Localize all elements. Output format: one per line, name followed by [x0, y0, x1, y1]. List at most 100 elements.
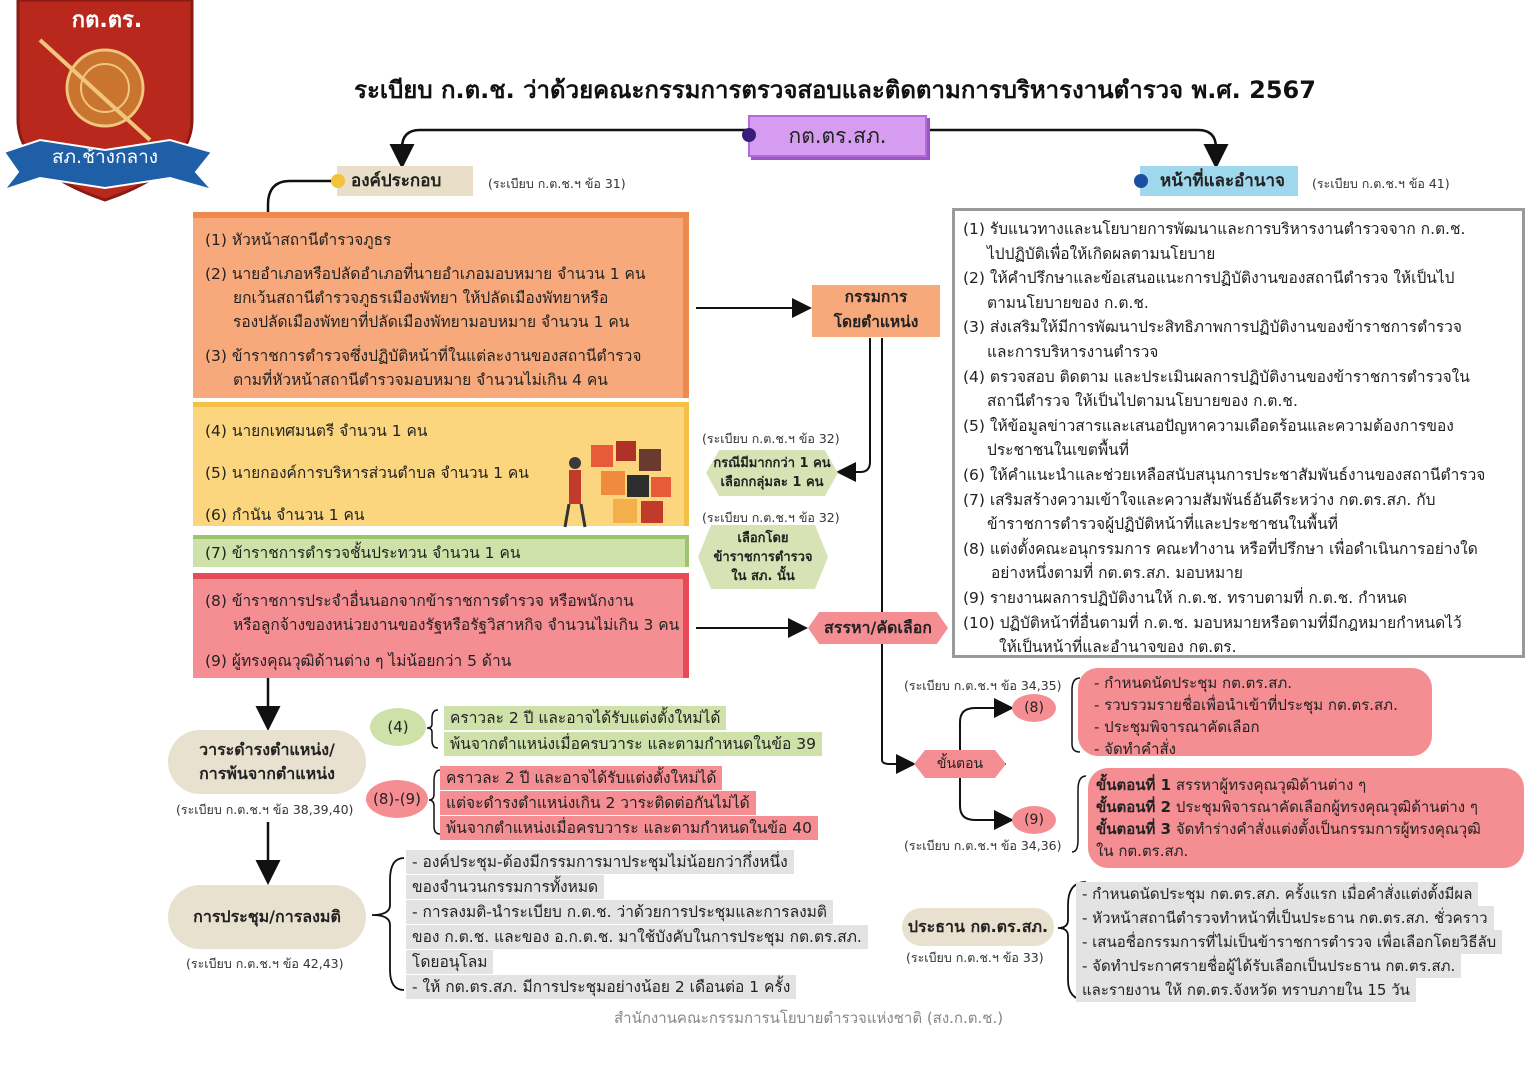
- meeting-ref: (ระเบียบ ก.ต.ช.ฯ ข้อ 42,43): [186, 956, 344, 971]
- page-title: ระเบียบ ก.ต.ช. ว่าด้วยคณะกรรมการตรวจสอบแ…: [354, 76, 1316, 104]
- duty-line: (3) ส่งเสริมให้มีการพัฒนาประสิทธิภาพการป…: [963, 318, 1462, 337]
- step-line: - จัดทำคำสั่ง: [1094, 740, 1176, 758]
- term-group-4: คราวละ 2 ปี และอาจได้รับแต่งตั้งใหม่ได้ …: [444, 706, 822, 756]
- term-line: แต่จะดำรงตำแหน่งเกิน 2 วาระติดต่อกันไม่ไ…: [440, 791, 756, 815]
- steps9-ref: (ระเบียบ ก.ต.ช.ฯ ข้อ 34,36): [904, 838, 1062, 853]
- step-line: - รวบรวมรายชื่อเพื่อนำเข้าที่ประชุม กต.ต…: [1094, 696, 1398, 714]
- duty-line: (9) รายงานผลการปฏิบัติงานให้ ก.ต.ช. ทราบ…: [963, 588, 1408, 607]
- list-item: (7) ข้าราชการตำรวจชั้นประทวน จำนวน 1 คน: [205, 544, 521, 562]
- top-node-label: กต.ตร.สภ.: [788, 124, 887, 148]
- term-ref: (ระเบียบ ก.ต.ช.ฯ ข้อ 38,39,40): [176, 802, 354, 817]
- list-item: (5) นายกองค์การบริหารส่วนตำบล จำนวน 1 คน: [205, 464, 529, 482]
- duty-line: (4) ตรวจสอบ ติดตาม และประเมินผลการปฏิบัต…: [963, 367, 1470, 386]
- duty-line: สถานีตำรวจ ให้เป็นไปตามนโยบายของ ก.ต.ช.: [987, 392, 1298, 411]
- recruit-select-node: สรรหา/คัดเลือก: [808, 612, 948, 644]
- list-item: (4) นายกเทศมนตรี จำนวน 1 คน: [205, 422, 428, 440]
- step-8-box: - กำหนดนัดประชุม กต.ตร.สภ. - รวบรวมรายชื…: [1078, 668, 1432, 758]
- composition-group-orange: (1) หัวหน้าสถานีตำรวจภูธร (2) นายอำเภอหร…: [193, 212, 689, 398]
- duties-ref: (ระเบียบ ก.ต.ช.ฯ ข้อ 41): [1312, 176, 1450, 191]
- chair-line: - เสนอชื่อกรรมการที่ไม่เป็นข้าราชการตำรว…: [1076, 930, 1503, 954]
- ex-officio-members-node: กรรมการ โดยตำแหน่ง: [812, 285, 940, 337]
- badge-ribbon-text: สภ.ช้างกลาง: [51, 146, 159, 168]
- badge-top-text: กต.ตร.: [71, 8, 143, 33]
- term-line: คราวละ 2 ปี และอาจได้รับแต่งตั้งใหม่ได้: [444, 706, 727, 730]
- meeting-line: ของ ก.ต.ช. และของ อ.ก.ต.ช. มาใช้บังคับใน…: [406, 925, 868, 949]
- list-item: (2) นายอำเภอหรือปลัดอำเภอที่นายอำเภอมอบห…: [205, 265, 646, 331]
- chair-line: - กำหนดนัดประชุม กต.ตร.สภ. ครั้งแรก เมื่…: [1076, 882, 1479, 906]
- chair-line: - จัดทำประกาศรายชื่อผู้ได้รับเลือกเป็นปร…: [1076, 954, 1462, 978]
- bullet-dot-icon: [1134, 174, 1148, 188]
- step-line: ขั้นตอนที่ 3 จัดทำร่างคำสั่งแต่งตั้งเป็น…: [1096, 820, 1481, 838]
- step-line: - กำหนดนัดประชุม กต.ตร.สภ.: [1094, 674, 1293, 692]
- meeting-line: โดยอนุโลม: [406, 950, 494, 974]
- duty-line: (10) ปฏิบัติหน้าที่อื่นตามที่ ก.ต.ช. มอบ…: [963, 613, 1462, 632]
- duty-line: (7) เสริมสร้างความเข้าใจและความสัมพันธ์อ…: [963, 490, 1436, 509]
- composition-ref: (ระเบียบ ก.ต.ช.ฯ ข้อ 31): [488, 176, 626, 191]
- meeting-pill: การประชุม/การลงมติ: [168, 885, 366, 949]
- list-item: (8) ข้าราชการประจำอื่นนอกจากข้าราชการตำร…: [205, 592, 680, 634]
- group-selection-node: กรณีมีมากกว่า 1 คน เลือกกลุ่มละ 1 คน: [706, 450, 838, 496]
- term-group-8-9: คราวละ 2 ปี และอาจได้รับแต่งตั้งใหม่ได้ …: [440, 766, 818, 840]
- group-4-label: (4): [370, 708, 426, 746]
- term-line: พ้นจากตำแหน่งเมื่อครบวาระ และตามกำหนดในข…: [440, 816, 818, 840]
- step-line: ใน กต.ตร.สภ.: [1096, 842, 1189, 860]
- duty-line: ประชาชนในเขตพื้นที่: [987, 441, 1129, 460]
- duty-line: ตามนโยบายของ ก.ต.ช.: [987, 293, 1149, 312]
- step-line: ขั้นตอนที่ 2 ประชุมพิจารณาคัดเลือกผู้ทรง…: [1096, 798, 1478, 816]
- step-line: - ประชุมพิจารณาคัดเลือก: [1094, 718, 1260, 736]
- composition-group-green: (7) ข้าราชการตำรวจชั้นประทวน จำนวน 1 คน: [193, 535, 689, 567]
- group-8-9-label: (8)-(9): [366, 780, 428, 818]
- police-selection-node: เลือกโดย ข้าราชการตำรวจ ใน สภ. นั้น: [698, 525, 828, 589]
- step-9-box: ขั้นตอนที่ 1 สรรหาผู้ทรงคุณวุฒิด้านต่าง …: [1088, 768, 1524, 868]
- duty-line: ไปปฏิบัติเพื่อให้เกิดผลตามนโยบาย: [987, 244, 1216, 263]
- step-line: ขั้นตอนที่ 1 สรรหาผู้ทรงคุณวุฒิด้านต่าง …: [1096, 776, 1367, 794]
- chair-line: - หัวหน้าสถานีตำรวจทำหน้าที่เป็นประธาน ก…: [1076, 906, 1494, 930]
- duty-line: ให้เป็นหน้าที่และอำนาจของ กต.ตร.: [999, 638, 1237, 657]
- rule32-ref-b: (ระเบียบ ก.ต.ช.ฯ ข้อ 32): [702, 510, 840, 525]
- meeting-rules: - องค์ประชุม-ต้องมีกรรมการมาประชุมไม่น้อ…: [406, 850, 868, 999]
- composition-heading: องค์ประกอบ: [331, 166, 473, 196]
- list-item: (9) ผู้ทรงคุณวุฒิด้านต่าง ๆ ไม่น้อยกว่า …: [205, 652, 512, 670]
- meeting-line: - ให้ กต.ตร.สภ. มีการประชุมอย่างน้อย 2 เ…: [406, 975, 797, 999]
- meeting-line: - การลงมติ-นำระเบียบ ก.ต.ช. ว่าด้วยการปร…: [406, 900, 833, 924]
- duty-line: อย่างหนึ่งตามที่ กต.ตร.สภ. มอบหมาย: [991, 564, 1243, 583]
- badge-shield-icon: [1, 0, 216, 202]
- footer-credit: สำนักงานคณะกรรมการนโยบายตำรวจแห่งชาติ (ส…: [614, 1009, 1004, 1027]
- duty-line: (2) ให้คำปรึกษาและข้อเสนอแนะการปฏิบัติงา…: [963, 269, 1455, 288]
- rule32-ref-a: (ระเบียบ ก.ต.ช.ฯ ข้อ 32): [702, 431, 840, 446]
- bullet-dot-icon: [742, 128, 756, 142]
- duties-heading-label: หน้าที่และอำนาจ: [1160, 171, 1285, 191]
- list-item: (6) กำนัน จำนวน 1 คน: [205, 506, 365, 524]
- chair-pill: ประธาน กต.ตร.สภ.: [902, 908, 1054, 946]
- police-station-badge: กต.ตร. สภ.ช้างกลาง: [0, 0, 216, 215]
- steps-node: ขั้นตอน: [914, 750, 1006, 778]
- duty-line: ข้าราชการตำรวจผู้ปฏิบัติหน้าที่และประชาช…: [987, 515, 1338, 534]
- composition-group-red: (8) ข้าราชการประจำอื่นนอกจากข้าราชการตำร…: [193, 573, 689, 678]
- duty-line: และการบริหารงานตำรวจ: [987, 342, 1159, 361]
- meeting-line: ของจำนวนกรรมการทั้งหมด: [406, 875, 605, 899]
- duties-box: (1) รับแนวทางและนโยบายการพัฒนาและการบริห…: [952, 208, 1525, 658]
- term-pill: วาระดำรงตำแหน่ง/ การพ้นจากตำแหน่ง: [168, 730, 366, 794]
- term-line: พ้นจากตำแหน่งเมื่อครบวาระ และตามกำหนดในข…: [444, 732, 822, 756]
- top-node: กต.ตร.สภ.: [742, 115, 927, 157]
- duty-line: (8) แต่งตั้งคณะอนุกรรมการ คณะทำงาน หรือท…: [963, 539, 1478, 558]
- step-9-label: (9): [1012, 806, 1056, 834]
- step-8-label: (8): [1012, 694, 1056, 722]
- chair-duties: - กำหนดนัดประชุม กต.ตร.สภ. ครั้งแรก เมื่…: [1076, 882, 1503, 1002]
- chair-ref: (ระเบียบ ก.ต.ช.ฯ ข้อ 33): [906, 950, 1044, 965]
- duty-line: (6) ให้คำแนะนำและช่วยเหลือสนับสนุนการประ…: [963, 465, 1486, 484]
- duty-line: (1) รับแนวทางและนโยบายการพัฒนาและการบริห…: [963, 220, 1466, 238]
- list-item: (1) หัวหน้าสถานีตำรวจภูธร: [205, 231, 392, 249]
- composition-heading-label: องค์ประกอบ: [351, 171, 442, 191]
- meeting-line: - องค์ประชุม-ต้องมีกรรมการมาประชุมไม่น้อ…: [406, 850, 794, 874]
- bullet-dot-icon: [331, 174, 345, 188]
- steps8-ref: (ระเบียบ ก.ต.ช.ฯ ข้อ 34,35): [904, 678, 1062, 693]
- list-item: (3) ข้าราชการตำรวจซึ่งปฏิบัติหน้าที่ในแต…: [205, 347, 642, 389]
- puzzle-illustration-icon: [563, 441, 671, 528]
- term-line: คราวละ 2 ปี และอาจได้รับแต่งตั้งใหม่ได้: [440, 766, 723, 790]
- duties-heading: หน้าที่และอำนาจ: [1134, 166, 1298, 196]
- composition-group-yellow: (4) นายกเทศมนตรี จำนวน 1 คน (5) นายกองค์…: [193, 402, 689, 528]
- duty-line: (5) ให้ข้อมูลข่าวสารและเสนอปัญหาความเดือ…: [963, 416, 1454, 435]
- chair-line: และรายงาน ให้ กต.ตร.จังหวัด ทราบภายใน 15…: [1076, 978, 1416, 1002]
